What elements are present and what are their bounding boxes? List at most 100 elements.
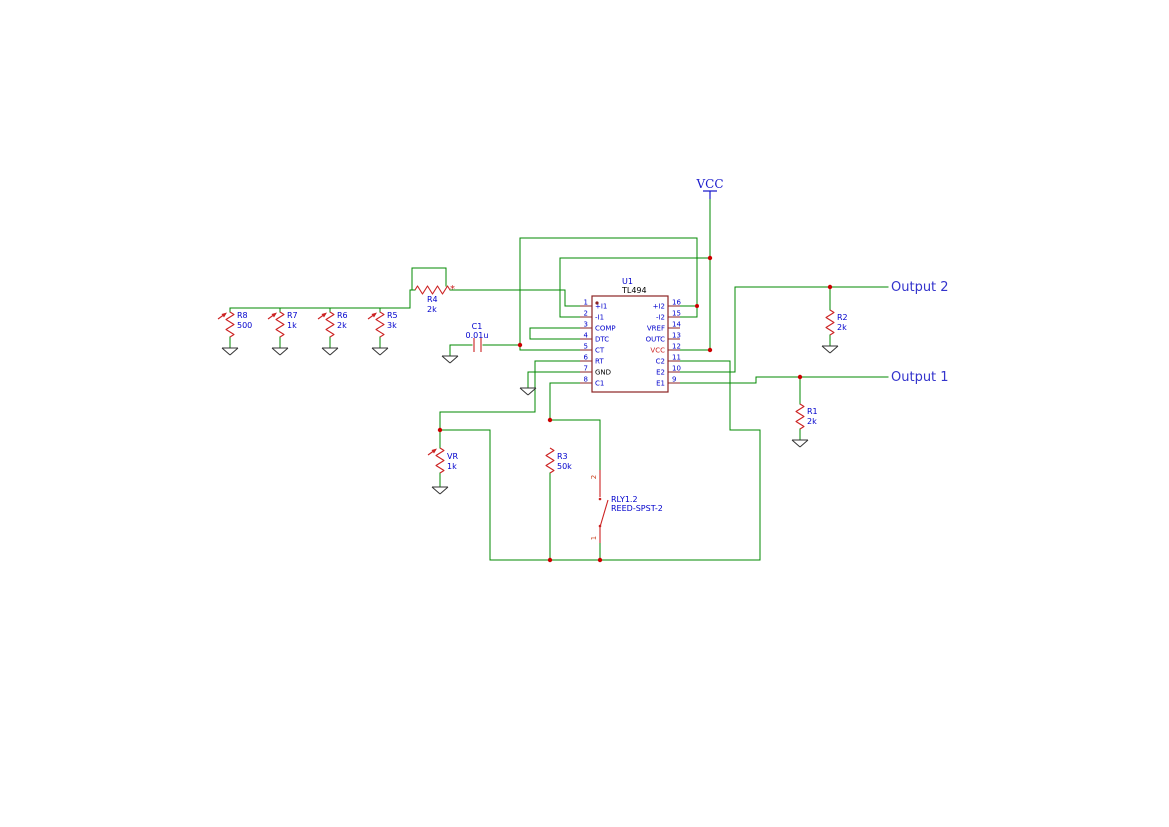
wire[interactable] (229, 336, 381, 349)
port-output1[interactable]: Output 1 (891, 370, 949, 385)
wire[interactable] (564, 289, 581, 307)
pin-name: VREF (647, 325, 665, 333)
pin1-marker-icon (595, 301, 599, 305)
wire[interactable] (229, 307, 381, 313)
vcc-power-flag[interactable]: VCC (695, 177, 724, 199)
wire[interactable] (559, 257, 581, 318)
resistor-value: 1k (287, 321, 297, 330)
relay-pin-bottom: 1 (590, 536, 598, 540)
ground-icon[interactable] (321, 347, 339, 356)
asterisk-marker: * (450, 284, 455, 295)
ic-part: TL494 (621, 286, 647, 295)
wire[interactable] (529, 327, 581, 340)
resistor-r4[interactable]: * R4 2k (414, 284, 455, 314)
relay-pin-top: 2 (590, 475, 598, 479)
resistor-ref: R7 (287, 311, 298, 320)
ground-icon[interactable] (271, 347, 289, 356)
pin-name: E2 (656, 369, 665, 377)
ground-icon[interactable] (221, 347, 239, 356)
resistor-symbol (375, 311, 385, 338)
relay-contact-icon (598, 524, 602, 528)
resistor-r3[interactable]: R3 50k (545, 447, 572, 474)
ground-icon[interactable] (371, 347, 389, 356)
resistor-symbol (414, 285, 451, 295)
wire[interactable] (527, 371, 581, 389)
pin-number: 16 (672, 299, 681, 307)
relay-rly1-2[interactable]: 2 1 RLY1.2 REED-SPST-2 (590, 470, 663, 543)
pin-number: 15 (672, 310, 681, 318)
vcc-bar-icon (703, 190, 717, 199)
ground-icon[interactable] (431, 486, 449, 495)
pin-name: VCC (650, 347, 665, 355)
resistor-value: 1k (447, 462, 457, 471)
resistor-value: 50k (557, 462, 572, 471)
junction-dot (707, 347, 713, 353)
resistor-ref: R3 (557, 452, 568, 461)
port-output2[interactable]: Output 2 (891, 280, 949, 295)
resistor-r8[interactable]: R8 500 (217, 311, 252, 338)
ground-icon[interactable] (791, 439, 809, 448)
capacitor-ref: C1 (472, 322, 483, 331)
junction-dot (547, 417, 553, 423)
relay-ref: RLY1.2 (611, 495, 638, 504)
preset-arrowhead-icon (271, 312, 277, 318)
resistor-value: 3k (387, 321, 397, 330)
wires (229, 198, 889, 561)
junction-dot (597, 557, 603, 563)
preset-arrowhead-icon (371, 312, 377, 318)
ground-icon[interactable] (519, 387, 537, 396)
pin-number: 3 (584, 321, 588, 329)
resistor-value: 2k (837, 323, 847, 332)
junction-dot (707, 255, 713, 261)
pin-name: E1 (656, 380, 665, 388)
resistor-vr[interactable]: VR 1k (427, 447, 458, 474)
capacitor-c1[interactable]: C1 0.01u (466, 322, 489, 352)
pin-number: 2 (584, 310, 588, 318)
ground-icon[interactable] (821, 345, 839, 354)
relay-contact-icon (598, 497, 602, 501)
wire[interactable] (679, 286, 889, 373)
resistor-r5[interactable]: R5 3k (367, 311, 398, 338)
resistor-r1[interactable]: R1 2k (795, 403, 818, 430)
wire[interactable] (439, 360, 581, 431)
pin-number: 9 (672, 376, 676, 384)
pin-name: -I2 (656, 314, 665, 322)
wire[interactable] (679, 360, 761, 561)
pin-number: 7 (584, 365, 588, 373)
resistor-r6[interactable]: R6 2k (317, 311, 348, 338)
pin-name: COMP (595, 325, 616, 333)
junction-dot (797, 374, 803, 380)
junction-dot (517, 342, 523, 348)
wire[interactable] (679, 376, 889, 384)
wire[interactable] (439, 429, 491, 561)
pin-name: OUTC (646, 336, 665, 344)
relay-value: REED-SPST-2 (611, 504, 663, 513)
pin-number: 13 (672, 332, 681, 340)
pin-number: 5 (584, 343, 588, 351)
capacitor-symbol (473, 338, 482, 352)
pin-name: +I2 (653, 303, 665, 311)
junction-dot (547, 557, 553, 563)
junction-dot (437, 427, 443, 433)
junction-dot (827, 284, 833, 290)
pin-name: C2 (656, 358, 665, 366)
preset-arrowhead-icon (321, 312, 327, 318)
pin-name: +I1 (595, 303, 607, 311)
junction-dots (437, 255, 833, 563)
resistor-r2[interactable]: R2 2k (825, 309, 848, 336)
resistor-ref: R2 (837, 313, 848, 322)
pin-name: RT (595, 358, 604, 366)
ground-symbols (221, 345, 839, 495)
ic-pin-stubs (580, 305, 680, 384)
resistor-ref: R5 (387, 311, 398, 320)
pin-number: 12 (672, 343, 681, 351)
wire[interactable] (411, 267, 447, 291)
ground-icon[interactable] (441, 355, 459, 364)
pin-name: C1 (595, 380, 604, 388)
ic-u1-tl494[interactable]: U1 TL494 1 2 3 4 5 6 7 8 +I1 -I1 COMP DT… (580, 277, 681, 393)
wire[interactable] (549, 382, 581, 421)
resistor-r7[interactable]: R7 1k (267, 311, 298, 338)
resistor-symbol (545, 447, 555, 474)
capacitor-value: 0.01u (466, 331, 489, 340)
resistor-value: 2k (337, 321, 347, 330)
